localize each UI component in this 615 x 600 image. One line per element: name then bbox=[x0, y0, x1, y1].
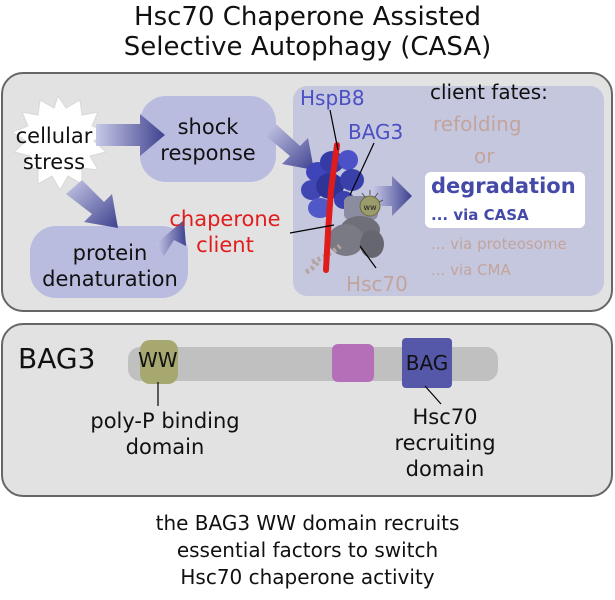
bag-domain-label: BAG bbox=[405, 351, 449, 375]
cellular-stress-line-1: cellular bbox=[15, 124, 93, 148]
hsc70-recruiting-line-2: recruiting bbox=[394, 431, 496, 455]
fate-or: or bbox=[474, 144, 495, 168]
fate-degradation: degradation bbox=[431, 174, 576, 198]
hsc70-recruiting-line-1: Hsc70 bbox=[412, 405, 478, 429]
pathway-drawing: ww bbox=[10, 94, 412, 275]
arrow-complex-to-degradation bbox=[372, 176, 412, 216]
ww-badge-text: ww bbox=[363, 203, 377, 212]
protein-denaturation-line-2: denaturation bbox=[42, 267, 178, 291]
arrow-denaturation-to-client bbox=[156, 220, 186, 256]
shock-response-line-2: response bbox=[160, 141, 256, 165]
fate-via-proteosome: ... via proteosome bbox=[431, 235, 567, 253]
shock-response-label: shock response bbox=[140, 114, 276, 166]
caption-line-2: essential factors to switch bbox=[176, 538, 439, 562]
shock-response-line-1: shock bbox=[177, 115, 239, 139]
fate-refolding: refolding bbox=[433, 112, 522, 136]
ww-domain-label: WW bbox=[138, 348, 178, 372]
fate-via-cma: ... via CMA bbox=[431, 261, 511, 279]
ww-domain-box bbox=[140, 340, 178, 384]
bag3-leader-line bbox=[349, 142, 375, 196]
polyp-line-2: domain bbox=[125, 435, 205, 459]
middle-domain-box bbox=[332, 344, 374, 382]
diagram-title: Hsc70 Chaperone Assisted Selective Autop… bbox=[0, 2, 615, 62]
bag3-panel-title: BAG3 bbox=[18, 342, 96, 375]
polyp-line-1: poly-P binding bbox=[90, 409, 240, 433]
caption-line-3: Hsc70 chaperone activity bbox=[180, 565, 435, 589]
bag-domain-box bbox=[402, 338, 452, 388]
degradation-highlight-box bbox=[425, 172, 585, 228]
hsc70-complex-label: Hsc70 bbox=[346, 272, 408, 296]
arrow-stress-to-denaturation bbox=[66, 180, 118, 228]
chaperone-client-label: chaperone client bbox=[160, 206, 290, 258]
client-fates-heading: client fates: bbox=[430, 80, 548, 104]
hspb8-leader-line bbox=[329, 109, 339, 151]
cellular-stress-label: cellular stress bbox=[4, 123, 104, 175]
hsc70-recruiting-line-3: domain bbox=[405, 457, 485, 481]
fate-via-casa: ... via CASA bbox=[431, 206, 529, 224]
caption: the BAG3 WW domain recruits essential fa… bbox=[0, 510, 615, 591]
client-leader-line bbox=[289, 224, 335, 234]
caption-line-1: the BAG3 WW domain recruits bbox=[155, 511, 460, 535]
arrow-shock-to-complex bbox=[266, 124, 314, 170]
protein-denaturation-line-1: protein bbox=[72, 241, 148, 265]
hsc70-domain-leader-line bbox=[424, 385, 442, 405]
cellular-stress-starburst bbox=[10, 94, 110, 192]
protein-denaturation-label: protein denaturation bbox=[24, 240, 196, 292]
shock-response-blob bbox=[140, 96, 276, 182]
protein-denaturation-blob bbox=[30, 226, 188, 298]
cellular-stress-line-2: stress bbox=[22, 150, 86, 174]
chaperone-client-line-1: chaperone bbox=[169, 207, 281, 231]
hsc70-leader-line bbox=[359, 245, 377, 269]
hsc70-recruiting-label: Hsc70 recruiting domain bbox=[380, 404, 510, 482]
arrow-stress-to-shock bbox=[96, 114, 165, 156]
chaperone-client-line-2: client bbox=[196, 233, 254, 257]
bag3-complex-label: BAG3 bbox=[348, 120, 404, 144]
hspb8-label: HspB8 bbox=[300, 86, 365, 110]
chaperone-complex-illustration bbox=[301, 142, 384, 275]
title-line-1: Hsc70 Chaperone Assisted bbox=[134, 2, 481, 32]
title-line-2: Selective Autophagy (CASA) bbox=[123, 32, 492, 62]
polyp-binding-label: poly-P binding domain bbox=[60, 408, 270, 460]
